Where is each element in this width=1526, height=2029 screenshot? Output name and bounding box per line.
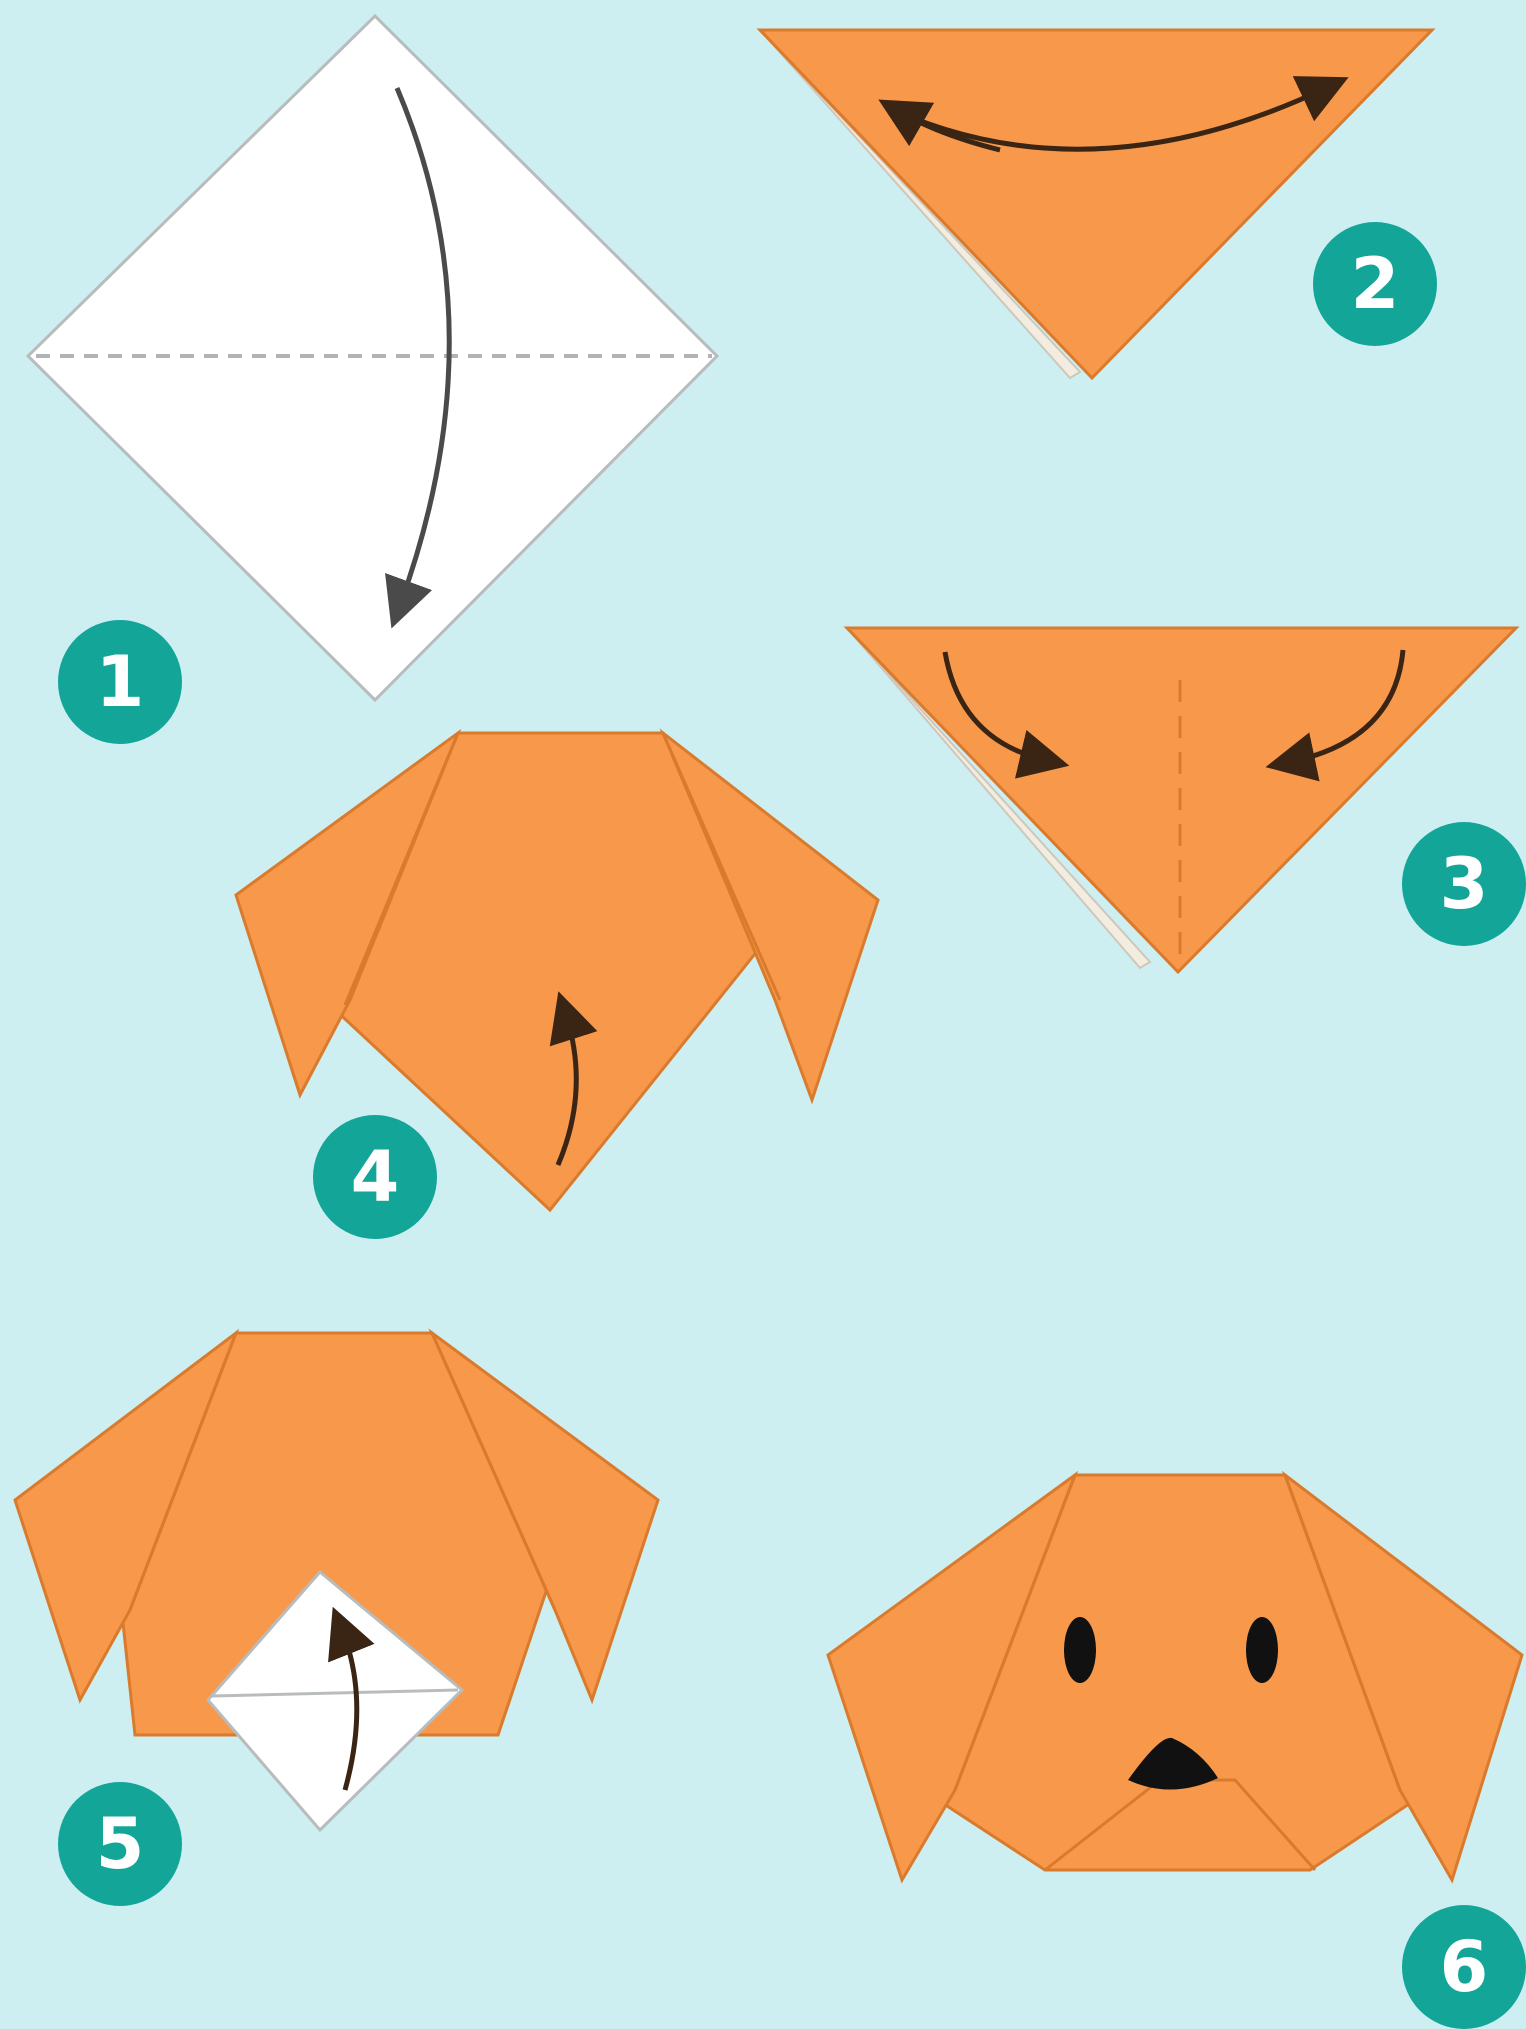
step-5-diagram — [15, 1333, 658, 1830]
step-number-badge-6: 6 — [1402, 1905, 1526, 2029]
left-eye — [1064, 1617, 1096, 1683]
step-number-badge-3: 3 — [1402, 822, 1526, 946]
step-number-badge-5: 5 — [58, 1782, 182, 1906]
step-number-badge-1: 1 — [58, 620, 182, 744]
step-number-badge-2: 2 — [1313, 222, 1437, 346]
step-number-badge-4: 4 — [313, 1115, 437, 1239]
step-1-diagram — [28, 16, 717, 700]
step-6-diagram — [828, 1475, 1522, 1880]
right-eye — [1246, 1617, 1278, 1683]
